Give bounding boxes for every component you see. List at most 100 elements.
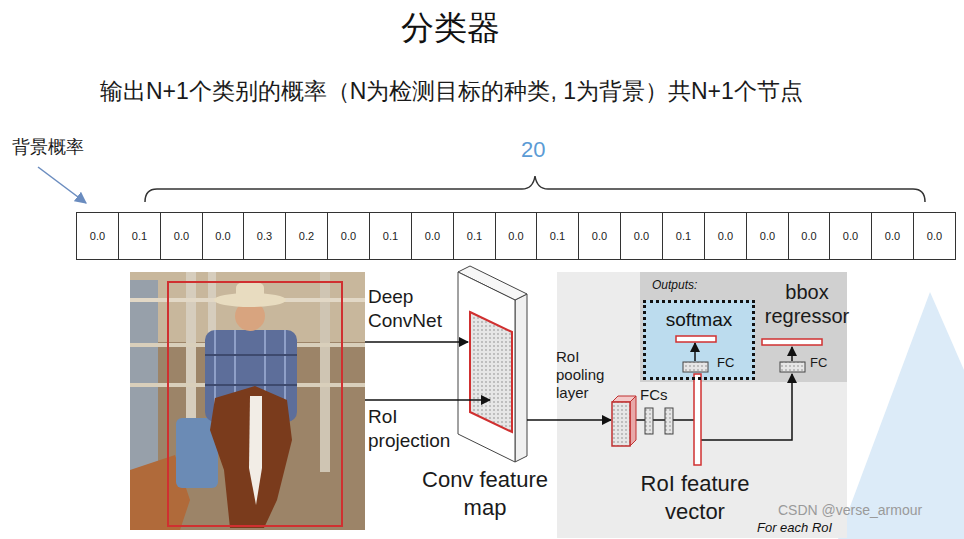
photo: [168, 282, 342, 526]
network-layers: [612, 402, 630, 446]
decor-triangle: [838, 292, 964, 539]
cell-value: 0.0: [496, 213, 536, 259]
network-arrows: [653, 419, 665, 421]
probability-cell: 0.0: [913, 212, 956, 260]
cell-value: 0.0: [328, 213, 369, 259]
background-note: 背景概率: [12, 137, 84, 159]
cell-value: 0.0: [830, 213, 871, 259]
slide-title: 分类器: [0, 8, 900, 48]
node-text: For each RoI: [757, 520, 832, 536]
network-layers: [780, 362, 805, 372]
cell-value: 0.1: [370, 213, 411, 259]
output-label: bbox regressor: [764, 280, 850, 328]
photo: [130, 272, 365, 530]
probability-cell: 0.1: [453, 212, 496, 260]
cell-value: 0.1: [537, 213, 578, 259]
layer-label: RoI projection: [368, 405, 468, 453]
probability-cell: 0.0: [495, 212, 537, 260]
cell-value: 0.0: [161, 213, 202, 259]
network-layers: [762, 339, 822, 345]
brace: [145, 176, 925, 202]
network-panel: For each RoI Outputs: softmaxFC: [557, 272, 847, 538]
photo: [236, 283, 264, 301]
cell-value: 0.1: [454, 213, 495, 259]
photo: [249, 396, 262, 505]
probability-cell: 0.0: [620, 212, 663, 260]
probability-cell: 0.1: [118, 212, 161, 260]
network-layers: [694, 374, 701, 465]
network-arrows: [527, 419, 611, 421]
probability-cell: 0.0: [202, 212, 244, 260]
probability-cell: 0.3: [243, 212, 286, 260]
probability-cell: 0.0: [704, 212, 747, 260]
probability-cell: 0.0: [76, 212, 119, 260]
subtitle: 输出N+1个类别的概率（N为检测目标的种类, 1为背景）共N+1个节点: [100, 78, 803, 106]
network-arrows: [365, 399, 490, 401]
network-layers: [676, 336, 716, 342]
watermark: CSDN @verse_armour: [778, 502, 922, 519]
network-arrows: [791, 347, 793, 361]
network-arrows: [694, 343, 696, 361]
feature-map: [458, 266, 527, 462]
probability-cell: 0.0: [578, 212, 621, 260]
cell-value: 0.0: [705, 213, 746, 259]
node-text: Outputs:: [652, 278, 697, 292]
probability-cell: 0.0: [160, 212, 203, 260]
photo: [205, 354, 297, 356]
vector-label: RoI feature vector: [620, 470, 770, 526]
feature-map: [470, 312, 512, 432]
network-layers: [665, 408, 673, 434]
photo: [205, 384, 297, 386]
cell-value: 0.0: [203, 213, 243, 259]
cell-value: 0.0: [789, 213, 829, 259]
network-arrows: [701, 374, 792, 440]
layer-label: Conv feature map: [405, 466, 565, 522]
outputs-region: Outputs: softmaxFC: [640, 272, 847, 382]
cell-value: 0.0: [77, 213, 118, 259]
probability-cell: 0.1: [662, 212, 705, 260]
layer-label: FCs: [640, 386, 668, 404]
probability-cell: 0.0: [327, 212, 370, 260]
probability-cell: 0.0: [788, 212, 830, 260]
softmax-box: softmaxFC: [643, 300, 755, 380]
brace: [145, 176, 925, 202]
network-layers: [630, 396, 636, 446]
network-arrows: [673, 419, 694, 421]
layer-label: FC: [810, 355, 827, 371]
probability-cell: 0.1: [369, 212, 412, 260]
cell-value: 0.0: [872, 213, 913, 259]
cell-value: 0.0: [747, 213, 788, 259]
node-text: FC: [717, 355, 734, 371]
class-count: 20: [521, 137, 545, 163]
cell-value: 0.2: [286, 213, 327, 259]
cell-value: 0.3: [244, 213, 285, 259]
cell-value: 0.0: [914, 213, 955, 259]
probability-cell: 0.0: [871, 212, 914, 260]
probability-cell: 0.0: [829, 212, 872, 260]
probability-cell: 0.2: [285, 212, 328, 260]
layer-label: RoI pooling layer: [556, 348, 618, 402]
network-layers: [645, 408, 653, 434]
photo: [210, 386, 292, 528]
node-text: softmax: [646, 309, 752, 332]
probability-cell: 0.0: [746, 212, 789, 260]
feature-map: [458, 272, 515, 462]
cell-value: 0.1: [663, 213, 704, 259]
network-layers: [683, 362, 708, 372]
feature-map: [515, 294, 527, 462]
layer-label: Deep ConvNet: [368, 285, 460, 333]
cell-value: 0.0: [579, 213, 620, 259]
probability-cell: 0.1: [536, 212, 579, 260]
decor-triangle: [838, 292, 964, 539]
photo: [130, 272, 365, 530]
network-panel-ground: [643, 300, 755, 380]
cell-value: 0.0: [621, 213, 662, 259]
probability-cell: 0.0: [411, 212, 454, 260]
background-arrow: [38, 167, 86, 203]
network-arrows: [365, 341, 468, 343]
background-arrow: [38, 167, 86, 203]
cell-value: 0.0: [412, 213, 453, 259]
cell-value: 0.1: [119, 213, 160, 259]
network-arrows: [365, 342, 792, 440]
